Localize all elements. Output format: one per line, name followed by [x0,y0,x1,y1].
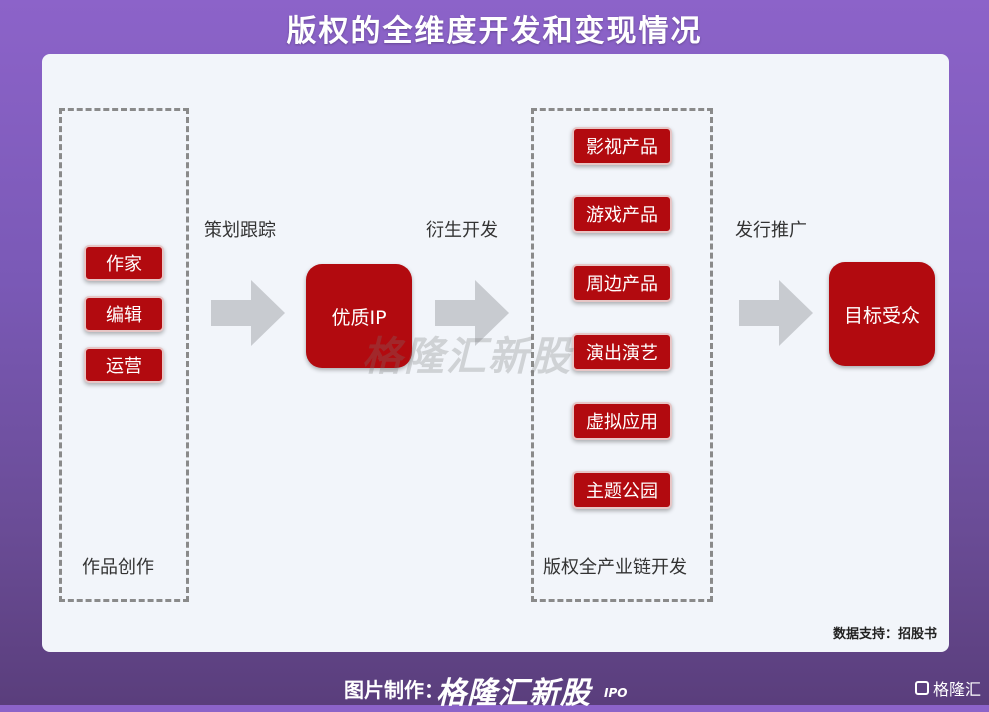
right-arrow-icon [211,280,285,346]
footer: 图片制作： 格隆汇新股 IPO 格隆汇 [0,664,989,711]
target-audience-box: 目标受众 [829,262,935,366]
logo-icon [914,681,929,695]
creation-item-operation: 运营 [84,347,164,383]
page-title: 版权的全维度开发和变现情况 [286,14,703,49]
product-merchandise: 周边产品 [572,264,672,302]
creation-item-editor: 编辑 [84,296,164,332]
arrow-label-planning: 策划跟踪 [204,220,276,241]
footer-ipo: IPO [604,686,628,700]
product-performance: 演出演艺 [572,333,672,371]
footer-prefix: 图片制作： [344,678,444,702]
creation-caption: 作品创作 [82,557,154,578]
footer-logo: 格隆汇 [914,676,981,700]
arrow-label-distribution: 发行推广 [735,220,807,241]
industry-chain-group [531,108,713,602]
product-film-tv: 影视产品 [572,127,672,165]
industry-chain-caption: 版权全产业链开发 [543,557,687,578]
footer-brand: 格隆汇新股 [436,676,591,711]
right-arrow-icon [435,280,509,346]
quality-ip-box: 优质IP [306,264,412,368]
footer-logo-text: 格隆汇 [932,680,981,699]
product-theme-park: 主题公园 [572,471,672,509]
arrow-label-derivative: 衍生开发 [426,220,498,241]
data-source: 数据支持：招股书 [832,627,937,642]
product-virtual: 虚拟应用 [572,402,672,440]
creation-group [59,108,189,602]
watermark: 格隆汇新股 [362,334,572,380]
product-games: 游戏产品 [572,195,672,233]
right-arrow-icon [739,280,813,346]
creation-item-writer: 作家 [84,245,164,281]
diagram-panel: 作家 编辑 运营 作品创作 策划跟踪 优质IP 衍生开发 影视产品 游戏产品 周… [42,54,949,652]
